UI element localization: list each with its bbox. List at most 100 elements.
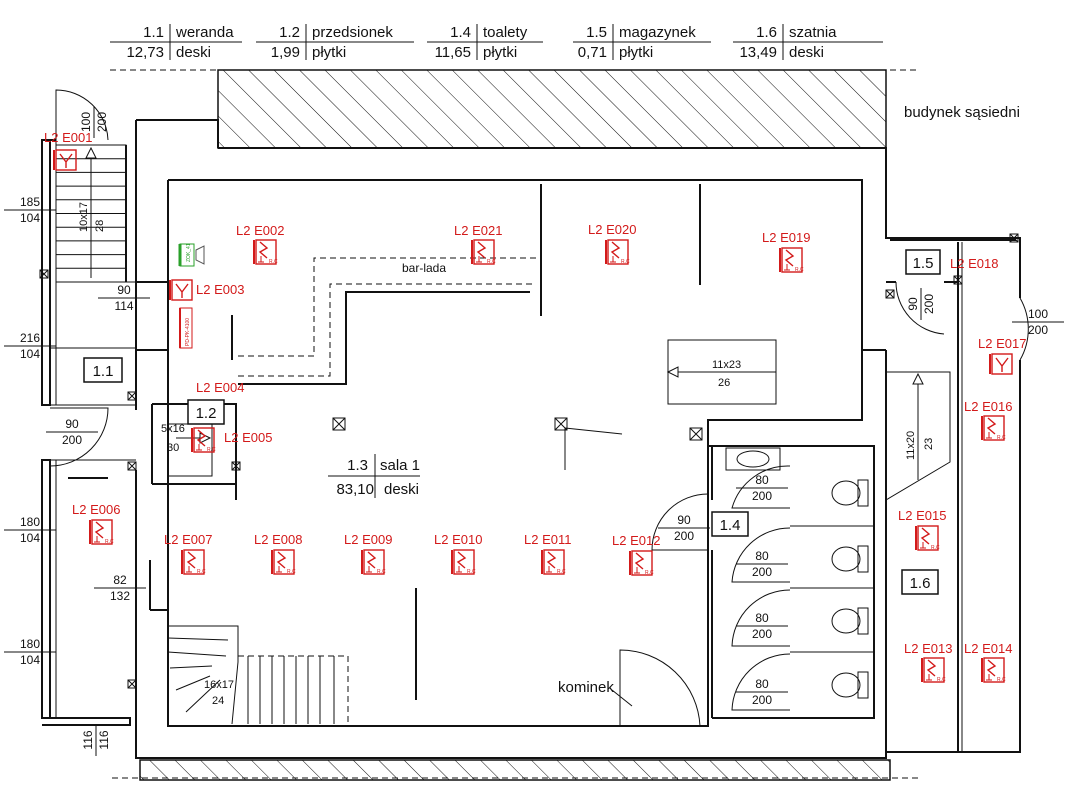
legend-entry-toalety: 1.4 toalety 11,65 płytki xyxy=(427,24,543,61)
dimension-bottom: 200 xyxy=(752,489,772,503)
bar-label: bar-lada xyxy=(402,261,446,275)
dimension-bottom: 200 xyxy=(62,433,82,447)
room-tag-1-1: 1.1 xyxy=(93,363,114,380)
emergency-lamp-icon: R.C xyxy=(471,239,496,265)
emergency-lamp-icon: R.C xyxy=(981,415,1006,441)
emergency-lamp-icon: R.C xyxy=(541,549,566,575)
emergency-lamp-icon: R.C xyxy=(89,519,114,545)
dimension-top: 90 xyxy=(65,417,79,431)
room-tag-1-4: 1.4 xyxy=(720,517,741,534)
dimension-bottom: 200 xyxy=(752,627,772,641)
emergency-lamp-icon: R.C xyxy=(921,657,946,683)
room-name: szatnia xyxy=(789,24,837,41)
room-number: 1.6 xyxy=(756,24,777,41)
fixture-code: R.C xyxy=(287,569,296,575)
luminaire-id: L2 E005 xyxy=(224,430,272,445)
toilet-icon xyxy=(831,545,869,573)
dimension-bottom: 114 xyxy=(114,299,133,313)
luminaire-id: L2 E016 xyxy=(964,399,1012,414)
room-area: 83,10 xyxy=(336,481,374,498)
luminaire-id: L2 E006 xyxy=(72,502,120,517)
luminaire-id: L2 E007 xyxy=(164,532,212,547)
room-area: 11,65 xyxy=(435,44,471,61)
sanitary-fixtures xyxy=(725,447,869,699)
red-exit-sign-icon: PD-PK-4100 xyxy=(179,307,193,349)
emergency-lamp-icon: R.C xyxy=(605,239,630,265)
fixture-code: R.C xyxy=(487,259,496,265)
luminaire-id: L2 E010 xyxy=(434,532,482,547)
room-number: 1.1 xyxy=(143,24,164,41)
dimension-top: 180 xyxy=(20,515,40,529)
fixture-code: R.C xyxy=(467,569,476,575)
fireplace-label: kominek xyxy=(558,679,633,707)
luminaire-id: L2 E017 xyxy=(978,336,1026,351)
dimension-bottom: 200 xyxy=(1028,323,1048,337)
fixture-code: R.C xyxy=(931,545,940,551)
dimension-top: 100 xyxy=(1028,307,1048,321)
emergency-luminaire-l2-e004: L2 E004 xyxy=(196,380,244,395)
svg-text:kominek: kominek xyxy=(558,679,614,696)
luminaire-id: L2 E014 xyxy=(964,641,1012,656)
emergency-luminaire-l2-e003: L2 E003 xyxy=(169,279,244,301)
room-area: 13,49 xyxy=(739,44,777,61)
room-tag-1-5: 1.5 xyxy=(913,255,934,272)
room-floor: deski xyxy=(789,44,824,61)
fixture-code: R.C xyxy=(557,569,566,575)
dimension-bottom: 200 xyxy=(922,294,936,314)
bar-counter: bar-lada xyxy=(238,257,623,470)
dimension-bottom: 200 xyxy=(752,693,772,707)
dimension-bottom: 104 xyxy=(20,211,40,225)
emergency-lamp-icon: R.C xyxy=(361,549,386,575)
stair-label-vestibule-size: 5x16 xyxy=(161,423,185,435)
fixture-code: R.C xyxy=(997,435,1006,441)
dimension-top: 82 xyxy=(113,573,127,587)
neighbor-label: budynek sąsiedni xyxy=(904,104,1020,121)
stair-label-right-count: 23 xyxy=(923,438,935,450)
dimension-top: 80 xyxy=(755,611,769,625)
luminaire-id: L2 E008 xyxy=(254,532,302,547)
luminaire-id: L2 E004 xyxy=(196,380,244,395)
neighbor-building: budynek sąsiedni xyxy=(110,69,1020,781)
dimension-bottom: 104 xyxy=(20,347,40,361)
room-area: 0,71 xyxy=(578,44,607,61)
room-floor: deski xyxy=(384,481,419,498)
emergency-lamp-icon: R.C xyxy=(629,550,654,576)
exit-lamp-icon xyxy=(989,353,1013,375)
emergency-lamp-icon: R.C xyxy=(779,247,804,273)
green-exit-sign-icon: ZOK_41 xyxy=(178,243,205,267)
toilet-icon xyxy=(831,607,869,635)
legend-entry-przedsionek: 1.2 przedsionek 1,99 płytki xyxy=(256,24,414,61)
stair-label-entrance-count: 28 xyxy=(94,220,106,232)
room-name: weranda xyxy=(175,24,234,41)
emergency-luminaire-l2-e001: L2 E001 xyxy=(44,130,92,171)
room-floor: płytki xyxy=(619,44,653,61)
stair-label-corner-size: 16x17 xyxy=(204,679,234,691)
dimension-bottom: 200 xyxy=(752,565,772,579)
fixture-code: R.C xyxy=(207,447,216,453)
room-area: 1,99 xyxy=(271,44,300,61)
legend-entry-weranda: 1.1 weranda 12,73 deski xyxy=(110,24,242,61)
room-number: 1.4 xyxy=(450,24,471,41)
